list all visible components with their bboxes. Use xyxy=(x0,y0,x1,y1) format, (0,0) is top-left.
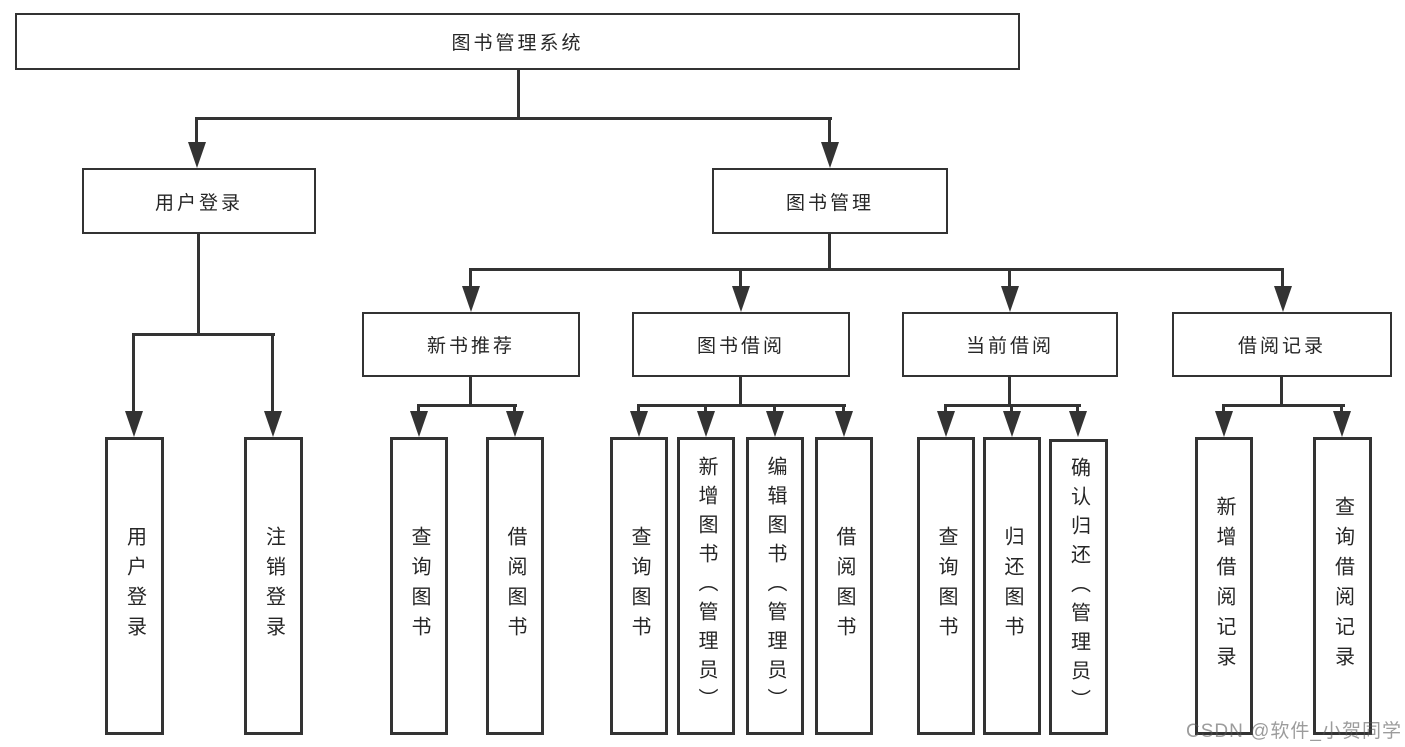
connector-line xyxy=(828,234,831,271)
leaf-rec-query-books: 查询图书 xyxy=(390,437,448,735)
connector-line xyxy=(1010,404,1013,414)
connector-line xyxy=(196,117,832,120)
node-library-system: 图书管理系统 xyxy=(15,13,1020,70)
node-borrow-records-label: 借阅记录 xyxy=(1237,336,1326,357)
leaf-rec-borrow-books-label: 借阅图书 xyxy=(504,526,526,646)
connector-line xyxy=(704,404,707,414)
connector-line xyxy=(469,268,472,288)
leaf-records-query-record-label: 查询借阅记录 xyxy=(1331,496,1354,676)
connector-line xyxy=(944,404,947,414)
leaf-current-query-books-label: 查询图书 xyxy=(935,526,957,646)
leaf-current-confirm-return-label: 确认归还（管理员） xyxy=(1067,456,1090,718)
leaf-borrow-query-books-label: 查询图书 xyxy=(628,526,650,646)
connector-line xyxy=(828,117,831,144)
leaf-logout-label: 注销登录 xyxy=(262,526,285,646)
node-book-borrow-label: 图书借阅 xyxy=(696,336,785,357)
leaf-records-add-record-label: 新增借阅记录 xyxy=(1213,496,1235,676)
connector-line xyxy=(1280,377,1283,407)
connector-line xyxy=(517,69,520,119)
connector-line xyxy=(132,333,135,413)
node-borrow-records: 借阅记录 xyxy=(1172,312,1392,377)
leaf-borrow-borrow-books: 借阅图书 xyxy=(815,437,873,735)
connector-line xyxy=(469,268,1284,271)
connector-line xyxy=(773,404,776,414)
arrow-down-icon xyxy=(188,142,206,168)
connector-line xyxy=(1222,404,1225,414)
arrow-down-icon xyxy=(1003,411,1021,437)
arrow-down-icon xyxy=(697,411,715,437)
leaf-borrow-query-books: 查询图书 xyxy=(610,437,668,735)
connector-line xyxy=(739,268,742,288)
connector-line xyxy=(739,377,742,407)
node-library-system-label: 图书管理系统 xyxy=(451,33,584,54)
arrow-down-icon xyxy=(1001,286,1019,312)
connector-line xyxy=(132,333,275,336)
leaf-user-login: 用户登录 xyxy=(105,437,164,735)
connector-line xyxy=(1008,377,1011,407)
leaf-borrow-add-books: 新增图书（管理员） xyxy=(677,437,735,735)
leaf-logout: 注销登录 xyxy=(244,437,303,735)
leaf-current-return-books-label: 归还图书 xyxy=(1001,526,1023,646)
arrow-down-icon xyxy=(732,286,750,312)
arrow-down-icon xyxy=(1333,411,1351,437)
node-book-borrow: 图书借阅 xyxy=(632,312,850,377)
leaf-current-confirm-return: 确认归还（管理员） xyxy=(1049,439,1108,735)
leaf-records-query-record: 查询借阅记录 xyxy=(1313,437,1372,735)
leaf-rec-borrow-books: 借阅图书 xyxy=(486,437,544,735)
connector-line xyxy=(1222,404,1345,407)
leaf-records-add-record: 新增借阅记录 xyxy=(1195,437,1253,735)
arrow-down-icon xyxy=(125,411,143,437)
connector-line xyxy=(637,404,846,407)
arrow-down-icon xyxy=(462,286,480,312)
connector-line xyxy=(1281,268,1284,288)
connector-line xyxy=(1076,404,1079,414)
arrow-down-icon xyxy=(506,411,524,437)
leaf-current-query-books: 查询图书 xyxy=(917,437,975,735)
node-new-book-recommend-label: 新书推荐 xyxy=(426,336,515,357)
arrow-down-icon xyxy=(1069,411,1087,437)
node-user-login-label: 用户登录 xyxy=(154,192,243,214)
node-user-login: 用户登录 xyxy=(82,168,316,234)
connector-line xyxy=(271,333,274,413)
leaf-borrow-edit-books-label: 编辑图书（管理员） xyxy=(764,455,786,717)
arrow-down-icon xyxy=(1215,411,1233,437)
connector-line xyxy=(1008,268,1011,288)
node-current-borrow: 当前借阅 xyxy=(902,312,1118,377)
node-book-management: 图书管理 xyxy=(712,168,948,234)
connector-line xyxy=(469,377,472,407)
arrow-down-icon xyxy=(264,411,282,437)
arrow-down-icon xyxy=(766,411,784,437)
connector-line xyxy=(1340,404,1343,414)
node-current-borrow-label: 当前借阅 xyxy=(965,336,1054,357)
connector-line xyxy=(637,404,640,414)
leaf-borrow-add-books-label: 新增图书（管理员） xyxy=(695,455,717,717)
connector-line xyxy=(842,404,845,414)
connector-line xyxy=(513,404,516,414)
connector-line xyxy=(195,117,198,144)
arrow-down-icon xyxy=(1274,286,1292,312)
node-new-book-recommend: 新书推荐 xyxy=(362,312,580,377)
watermark: CSDN @软件_小贺同学 xyxy=(1186,721,1402,742)
arrow-down-icon xyxy=(835,411,853,437)
node-book-management-label: 图书管理 xyxy=(785,192,874,214)
leaf-borrow-borrow-books-label: 借阅图书 xyxy=(833,526,855,646)
arrow-down-icon xyxy=(937,411,955,437)
arrow-down-icon xyxy=(821,142,839,168)
leaf-rec-query-books-label: 查询图书 xyxy=(408,526,430,646)
leaf-user-login-label: 用户登录 xyxy=(123,526,146,646)
leaf-current-return-books: 归还图书 xyxy=(983,437,1041,735)
arrow-down-icon xyxy=(630,411,648,437)
arrow-down-icon xyxy=(410,411,428,437)
connector-line xyxy=(417,404,517,407)
leaf-borrow-edit-books: 编辑图书（管理员） xyxy=(746,437,804,735)
connector-line xyxy=(417,404,420,414)
connector-line xyxy=(197,234,200,336)
